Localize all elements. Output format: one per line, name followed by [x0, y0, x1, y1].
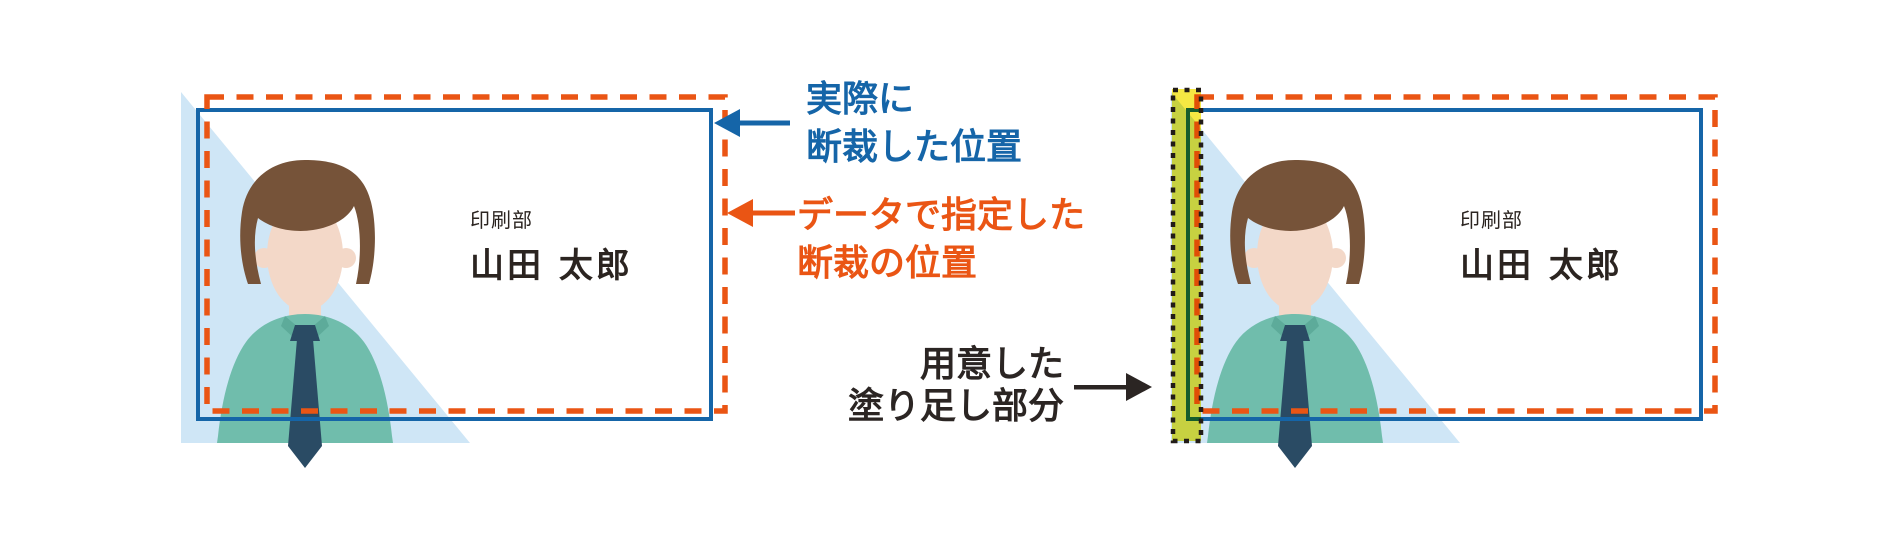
- data-cut-label-line2: 断裁の位置: [797, 243, 978, 284]
- bleed-arrow-right-icon: [1074, 373, 1152, 401]
- bleed-area-outline: [1170, 87, 1204, 444]
- bleed-area-highlight: [1172, 89, 1201, 441]
- actual-cut-arrow-left-icon: [714, 109, 790, 137]
- data-cut-border: [1194, 94, 1718, 414]
- actual-cut-label-line2: 断裁した位置: [806, 127, 1023, 168]
- actual-cut-border: [196, 108, 713, 421]
- card-department: 印刷部: [1460, 208, 1523, 232]
- bleed-label: 用意した 塗り足し部分: [804, 344, 1064, 428]
- data-cut-label-line1: データで指定した: [797, 195, 1086, 236]
- person-illustration: [217, 160, 393, 468]
- actual-cut-label-line1: 実際に: [806, 79, 915, 120]
- card-name: 山田 太郎: [1460, 246, 1623, 286]
- card-department: 印刷部: [470, 208, 533, 232]
- data-cut-arrow-left-icon: [727, 199, 795, 227]
- person-illustration: [1207, 160, 1383, 468]
- actual-cut-label: 実際に 断裁した位置: [806, 76, 1022, 172]
- data-cut-border: [204, 94, 728, 414]
- bleed-label-line2: 塗り足し部分: [847, 386, 1064, 427]
- bleed-label-line1: 用意した: [919, 344, 1064, 385]
- data-cut-label: データで指定した 断裁の位置: [797, 192, 1085, 288]
- card-name: 山田 太郎: [470, 246, 633, 286]
